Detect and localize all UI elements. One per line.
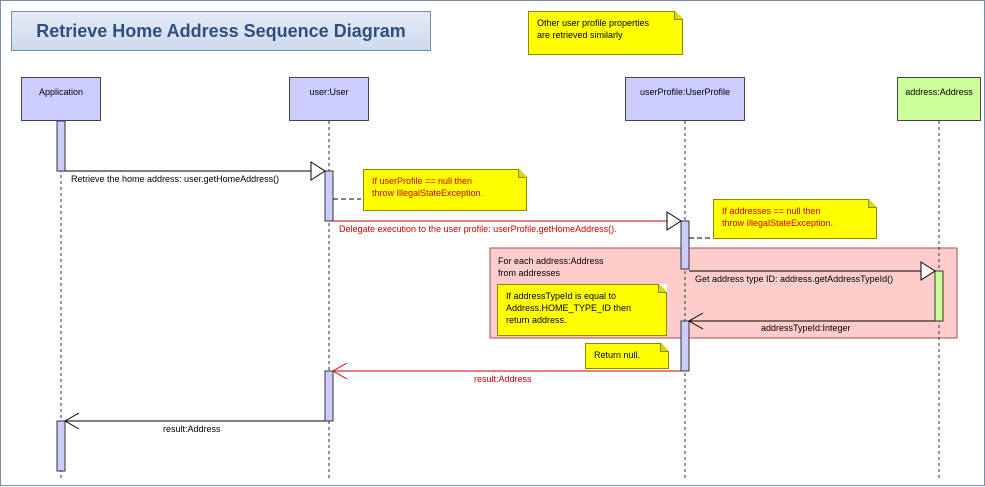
note-userprofile-null: If userProfile == null then throw Illega… — [363, 169, 527, 211]
loop-label: For each address:Address from addresses — [498, 256, 604, 278]
return-label-r1: addressTypeId:Integer — [761, 323, 851, 333]
lifeline-label-address: address:Address — [905, 87, 973, 97]
activation-userprofile-1 — [680, 220, 690, 270]
arrowhead-m3 — [920, 261, 936, 281]
message-label-m2: Delegate execution to the user profile: … — [339, 224, 617, 234]
lifeline-head-application: Application — [21, 77, 101, 121]
message-label-m3: Get address type ID: address.getAddressT… — [695, 274, 894, 284]
arrowhead-m1 — [310, 161, 326, 181]
note-top: Other user profile properties are retrie… — [528, 11, 683, 55]
activation-application-1 — [56, 120, 66, 172]
lifeline-label-application: Application — [38, 87, 84, 97]
lifeline-label-userprofile: userProfile:UserProfile — [639, 87, 731, 97]
arrowhead-m2 — [666, 211, 682, 231]
return-arrowhead-r1 — [687, 312, 704, 330]
note-addresses-null: If addresses == null then throw IllegalS… — [713, 199, 877, 239]
note-return-null: Return null. — [585, 343, 669, 369]
return-label-r3: result:Address — [163, 424, 221, 434]
return-arrowhead-r3 — [63, 412, 80, 430]
diagram-title-box: Retrieve Home Address Sequence Diagram — [11, 11, 431, 51]
activation-address — [934, 270, 944, 322]
diagram-title: Retrieve Home Address Sequence Diagram — [36, 20, 406, 41]
lifeline-label-user: user:User — [309, 87, 349, 97]
activation-user-1 — [324, 170, 334, 222]
return-arrowhead-r2 — [331, 362, 348, 380]
lifeline-head-address: address:Address — [897, 77, 981, 121]
activation-application-2 — [56, 420, 66, 472]
lifeline-head-userprofile: userProfile:UserProfile — [625, 77, 745, 121]
note-type-check: If addressTypeId is equal to Address.HOM… — [497, 284, 667, 336]
lifeline-head-user: user:User — [289, 77, 369, 121]
activation-user-2 — [324, 370, 334, 422]
message-label-m1: Retrieve the home address: user.getHomeA… — [71, 174, 280, 184]
activation-userprofile-2 — [680, 320, 690, 372]
return-label-r2: result:Address — [474, 374, 532, 384]
